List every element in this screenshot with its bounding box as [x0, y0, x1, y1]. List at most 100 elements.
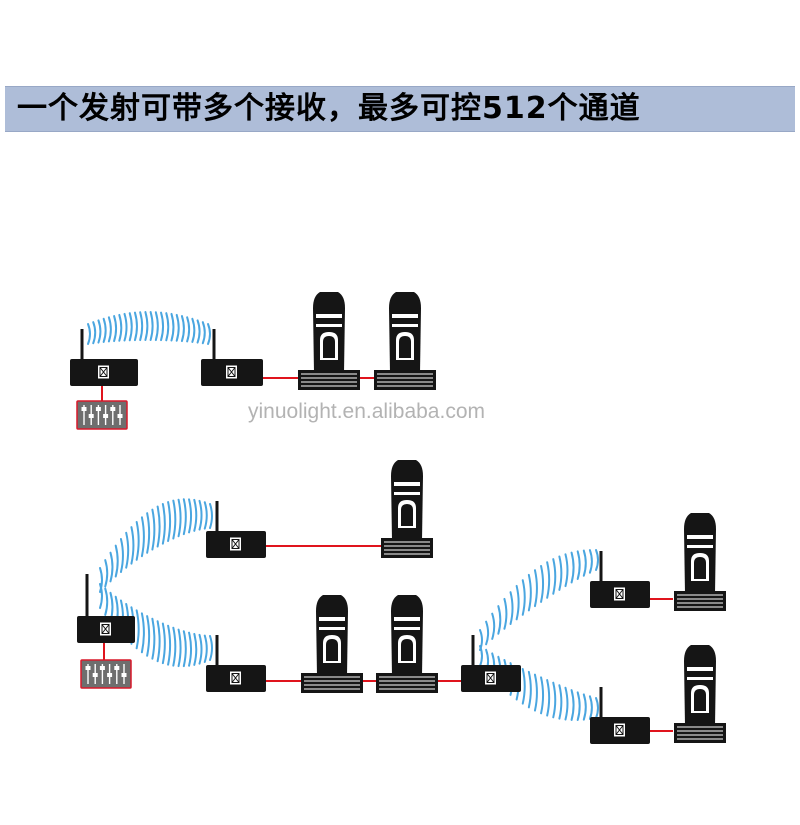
moving-head-light-icon [301, 595, 363, 693]
wireless-receiver-icon [461, 635, 521, 692]
moving-head-light-icon [376, 595, 438, 693]
wave-arc [533, 673, 538, 712]
wave-arc [515, 584, 520, 621]
wave-arc [102, 317, 107, 343]
wave-arc [552, 681, 557, 719]
wave-arc [570, 551, 575, 584]
wave-arc [140, 612, 145, 654]
wireless-transmitter-icon [70, 329, 138, 386]
wave-arc [527, 573, 532, 612]
wave-arc [133, 311, 138, 342]
wave-arc [104, 587, 109, 616]
wave-arc [540, 676, 545, 715]
wave-arc [165, 312, 170, 342]
wave-arc [558, 684, 563, 720]
wave-arc [576, 550, 581, 580]
wave-arc [170, 312, 175, 342]
wave-arc [119, 537, 124, 573]
wave-arc [125, 531, 130, 569]
moving-head-light-icon [374, 292, 436, 390]
wave-arc [167, 501, 172, 542]
wave-arc [107, 316, 112, 343]
wave-arc [182, 630, 187, 668]
wave-arc [570, 689, 575, 721]
wave-arc [209, 503, 213, 529]
cable-layer [101, 377, 673, 732]
wave-arc [154, 311, 159, 342]
wave-arc [198, 499, 203, 531]
wave-arc [497, 605, 502, 635]
wave-arc [104, 559, 109, 588]
wave-arc [540, 564, 545, 603]
wave-arc [207, 323, 211, 345]
wave-arc [177, 498, 182, 538]
wave-arc [576, 691, 581, 721]
wave-arc [188, 631, 193, 667]
wave-arc [113, 315, 118, 343]
wave-arc [198, 633, 203, 665]
wave-arc [479, 645, 483, 667]
wave-arc [161, 622, 166, 665]
wave-arc [564, 686, 569, 721]
wave-arc [151, 508, 156, 551]
wave-arc [118, 313, 123, 342]
wave-arc [146, 615, 151, 657]
wave-arc [99, 583, 103, 609]
wireless-receiver-icon [206, 501, 266, 558]
wave-arc [564, 553, 569, 588]
wave-arc [582, 549, 587, 577]
wave-arc [114, 544, 119, 578]
wave-arc [588, 549, 593, 574]
wave-arc [149, 311, 154, 342]
wave-arc [203, 501, 208, 530]
wave-arc [130, 526, 135, 565]
wave-arc [209, 635, 213, 661]
wave-arc [182, 498, 187, 536]
wave-arc [172, 626, 177, 667]
wave-arc [92, 321, 97, 345]
wireless-receiver-icon [590, 551, 650, 608]
wave-arc [175, 313, 180, 342]
wave-arc [193, 632, 198, 666]
wave-arc [503, 597, 508, 630]
moving-head-light-icon [298, 292, 360, 390]
wave-arc [87, 323, 91, 345]
header-bar: 一个发射可带多个接收，最多可控512个通道 [5, 86, 795, 132]
wave-arc [521, 668, 526, 705]
dmx-console-icon [80, 659, 132, 689]
wave-arc [521, 579, 526, 616]
wave-arc [180, 315, 185, 343]
wave-arc [595, 549, 599, 571]
wave-arc [146, 512, 151, 554]
wave-arc [160, 311, 165, 342]
wireless-transmitter-icon [77, 574, 135, 643]
wave-arc [582, 693, 587, 721]
wave-arc [161, 503, 166, 545]
wave-arc [156, 620, 161, 663]
wave-arc [546, 561, 551, 599]
device-layer [70, 292, 726, 744]
wave-arc [123, 312, 128, 342]
wave-arc [558, 555, 563, 591]
moving-head-light-icon [674, 645, 726, 743]
wireless-receiver-icon [590, 687, 650, 744]
wave-arc [201, 321, 206, 345]
wave-arc [193, 498, 198, 532]
moving-head-light-icon [674, 513, 726, 611]
wave-arc [177, 628, 182, 668]
wave-arc [128, 312, 133, 342]
wave-arc [188, 498, 193, 534]
wave-arc [546, 679, 551, 717]
wave-arc [485, 620, 490, 646]
wave-arc [588, 695, 593, 720]
wave-arc [109, 551, 114, 583]
wave-arc [135, 609, 140, 650]
wave-arc [196, 319, 201, 344]
wave-arc [595, 697, 599, 719]
wave-arc [203, 634, 208, 663]
dmx-console-icon [76, 400, 128, 430]
wave-arc [139, 311, 144, 342]
wireless-receiver-icon [206, 635, 266, 692]
wave-arc [533, 569, 538, 608]
